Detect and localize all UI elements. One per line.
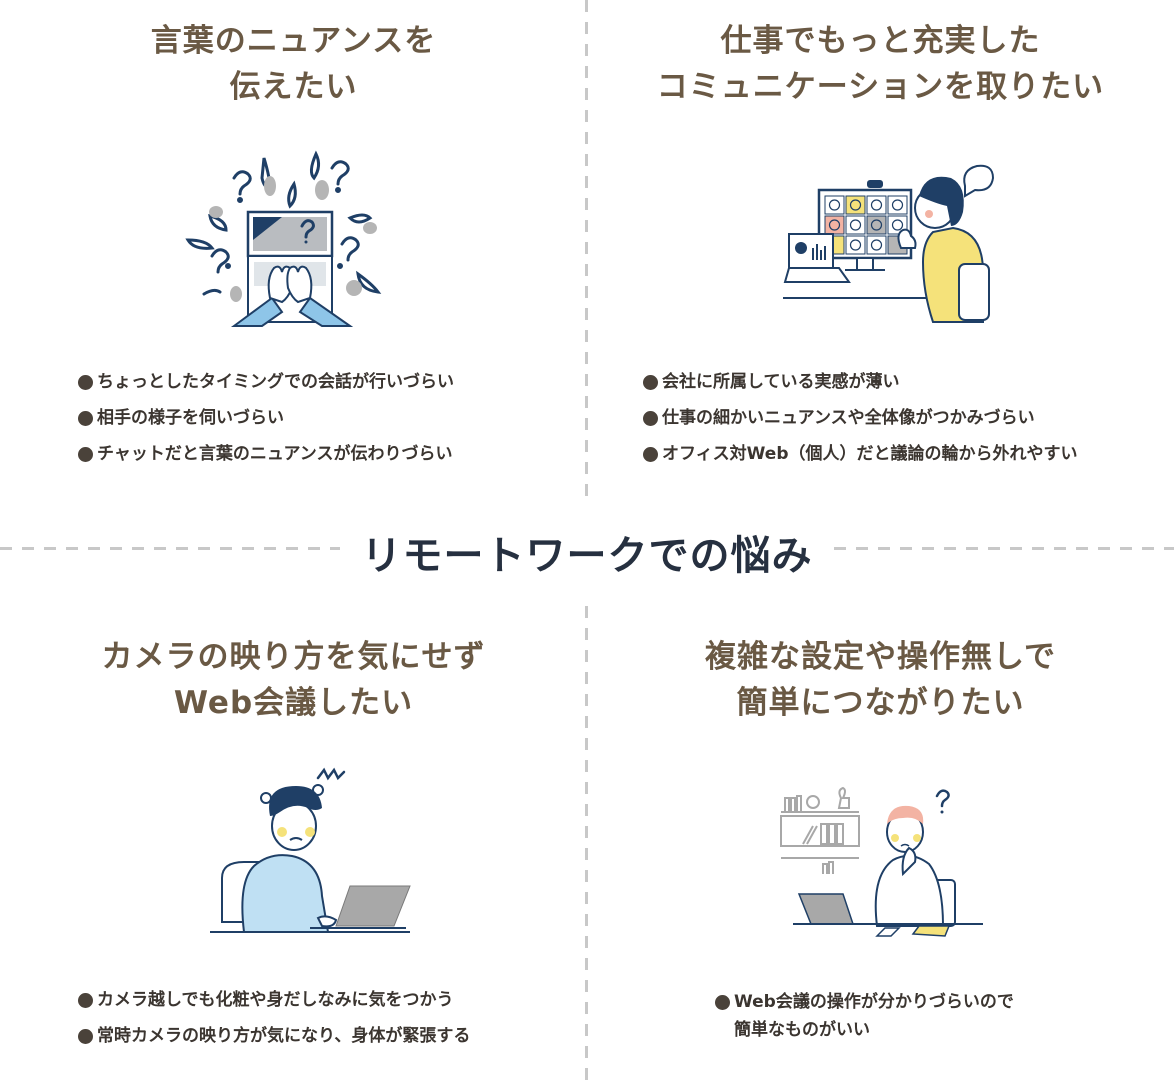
title-line: 簡単につながりたい xyxy=(736,685,1025,721)
list-item: Web会議の操作が分かりづらいので 簡単なものがいい xyxy=(715,988,1014,1044)
quadrant-title: 言葉のニュアンスを 伝えたい xyxy=(0,18,587,110)
list-item: 会社に所属している実感が薄い xyxy=(643,364,1078,400)
bullet-icon xyxy=(78,1028,93,1044)
title-line: 複雑な設定や操作無しで xyxy=(704,639,1057,675)
list-item-line: Web会議の操作が分かりづらいので xyxy=(734,992,1014,1012)
list-item-text: 常時カメラの映り方が気になり、身体が緊張する xyxy=(97,1026,471,1046)
bullet-icon xyxy=(78,446,93,462)
list-item: 仕事の細かいニュアンスや全体像がつかみづらい xyxy=(643,400,1078,436)
horizontal-divider-left xyxy=(0,547,340,550)
title-line: コミュニケーションを取りたい xyxy=(656,69,1105,105)
bullet-list: 会社に所属している実感が薄い 仕事の細かいニュアンスや全体像がつかみづらい オフ… xyxy=(643,364,1078,472)
list-item: 相手の様子を伺いづらい xyxy=(78,400,454,436)
bullet-icon xyxy=(643,410,658,426)
vertical-divider-bottom xyxy=(585,606,588,1080)
list-item-text: 仕事の細かいニュアンスや全体像がつかみづらい xyxy=(662,408,1035,428)
bullet-icon xyxy=(78,374,93,390)
center-heading: リモートワークでの悩み xyxy=(361,533,813,579)
bullet-list: カメラ越しでも化粧や身だしなみに気をつかう 常時カメラの映り方が気になり、身体が… xyxy=(78,982,470,1054)
list-item: カメラ越しでも化粧や身だしなみに気をつかう xyxy=(78,982,470,1018)
title-line: 伝えたい xyxy=(229,69,358,105)
woman-video-conference-illustration xyxy=(783,164,995,323)
list-item: ちょっとしたタイミングでの会話が行いづらい xyxy=(78,364,454,400)
quadrant-title: 仕事でもっと充実した コミュニケーションを取りたい xyxy=(587,18,1174,110)
list-item-text: チャットだと言葉のニュアンスが伝わりづらい xyxy=(97,444,453,464)
bullet-icon xyxy=(643,374,658,390)
list-item: チャットだと言葉のニュアンスが伝わりづらい xyxy=(78,436,454,472)
bullet-icon xyxy=(78,992,93,1008)
bullet-icon xyxy=(715,995,730,1010)
title-line: 言葉のニュアンスを xyxy=(150,23,437,59)
list-item: オフィス対Web（個人）だと議論の輪から外れやすい xyxy=(643,436,1078,472)
bullet-icon xyxy=(643,446,658,462)
bullet-list: Web会議の操作が分かりづらいので 簡単なものがいい xyxy=(715,988,1014,1044)
quadrant-title: 複雑な設定や操作無しで 簡単につながりたい xyxy=(587,634,1174,726)
title-line: Web会議したい xyxy=(173,685,414,721)
list-item-text: オフィス対Web（個人）だと議論の輪から外れやすい xyxy=(662,444,1078,464)
list-item-text: 会社に所属している実感が薄い xyxy=(662,372,900,392)
list-item: 常時カメラの映り方が気になり、身体が緊張する xyxy=(78,1018,470,1054)
list-item-text: カメラ越しでも化粧や身だしなみに気をつかう xyxy=(97,990,454,1010)
bullet-list: ちょっとしたタイミングでの会話が行いづらい 相手の様子を伺いづらい チャットだと… xyxy=(78,364,454,472)
confused-laptop-typing-illustration xyxy=(185,150,382,327)
puzzled-man-desk-illustration xyxy=(780,786,983,937)
title-line: カメラの映り方を気にせず xyxy=(101,639,486,675)
title-line: 仕事でもっと充実した xyxy=(720,23,1041,59)
stressed-man-laptop-illustration xyxy=(210,767,411,933)
horizontal-divider-right xyxy=(834,547,1174,550)
list-item-line: 簡単なものがいい xyxy=(734,1020,870,1040)
quadrant-title: カメラの映り方を気にせず Web会議したい xyxy=(0,634,587,726)
list-item-text: 相手の様子を伺いづらい xyxy=(97,408,284,428)
bullet-icon xyxy=(78,410,93,426)
list-item-text: ちょっとしたタイミングでの会話が行いづらい xyxy=(97,372,454,392)
vertical-divider-top xyxy=(585,0,588,502)
list-item-text: Web会議の操作が分かりづらいので 簡単なものがいい xyxy=(734,988,1014,1044)
